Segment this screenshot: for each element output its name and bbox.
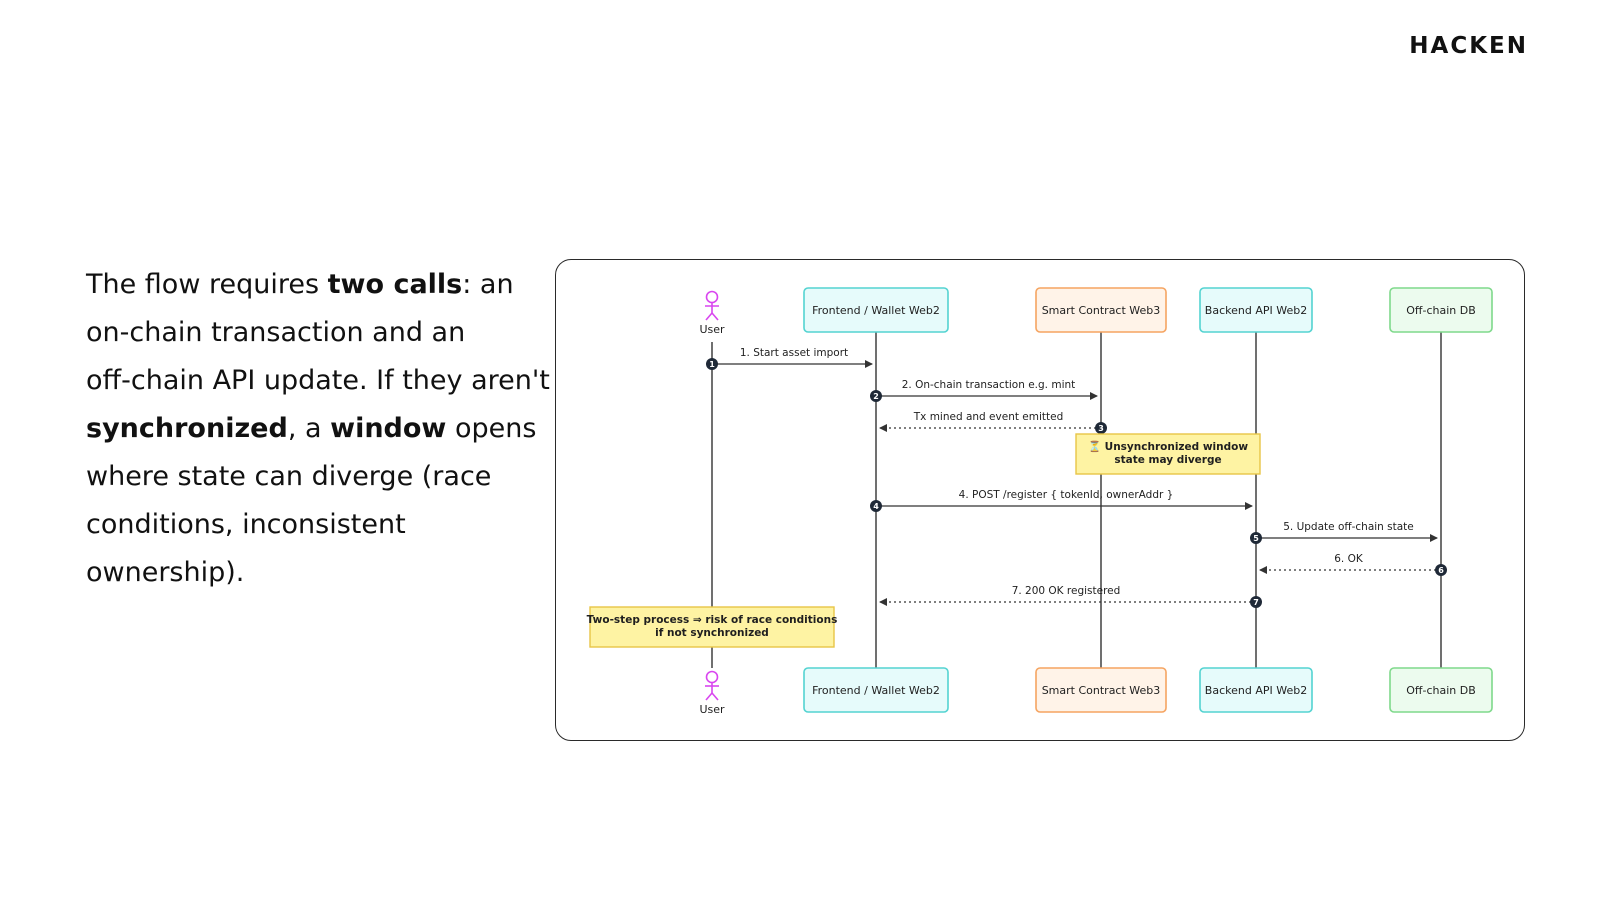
sequence-badge-5 bbox=[1250, 532, 1262, 544]
note-text: ⏳ Unsynchronized window bbox=[1088, 440, 1248, 453]
actor-leg bbox=[711, 692, 719, 701]
sequence-badge-number: 7 bbox=[1253, 598, 1259, 607]
message-label-1: 1. Start asset import bbox=[740, 347, 848, 359]
intro-line: off-chain API update. If they aren't bbox=[86, 357, 550, 405]
participant-label-user: User bbox=[699, 323, 725, 336]
intro-bold-text: synchronized bbox=[86, 413, 288, 444]
sequence-badge-number: 3 bbox=[1098, 424, 1104, 433]
sequence-badge-3 bbox=[1095, 422, 1107, 434]
intro-text-run: , a bbox=[287, 413, 331, 444]
participant-label-user: User bbox=[699, 703, 725, 716]
sequence-badge-number: 5 bbox=[1253, 534, 1259, 543]
actor-leg bbox=[705, 692, 713, 701]
participant-box-frontend-bottom bbox=[803, 667, 949, 713]
participant-box-backend-bottom bbox=[1199, 667, 1313, 713]
note-text: if not synchronized bbox=[655, 627, 769, 639]
intro-text-run: The flow requires bbox=[86, 269, 328, 300]
intro-line: The flow requires two calls: an bbox=[86, 261, 526, 309]
participant-box-contract-bottom bbox=[1035, 667, 1167, 713]
message-label-6: 6. OK bbox=[1334, 553, 1364, 565]
hacken-logo: HACKEN bbox=[1409, 33, 1528, 59]
sequence-badge-number: 2 bbox=[873, 392, 879, 401]
participant-box-db-bottom bbox=[1389, 667, 1493, 713]
intro-text-run: ownership). bbox=[86, 557, 245, 588]
message-label-7: 7. 200 OK registered bbox=[1012, 585, 1121, 597]
message-label-2: 2. On-chain transaction e.g. mint bbox=[902, 379, 1076, 391]
participant-box-contract-top bbox=[1035, 287, 1167, 333]
intro-text-run: on-chain transaction and an bbox=[86, 317, 466, 348]
intro-text: The flow requires two calls: an on-chain … bbox=[86, 261, 550, 597]
actor-leg bbox=[711, 312, 719, 321]
intro-line: on-chain transaction and an bbox=[86, 309, 526, 357]
note-twostep bbox=[589, 606, 835, 648]
message-label-3: Tx mined and event emitted bbox=[913, 411, 1064, 423]
sequence-badge-number: 4 bbox=[873, 502, 879, 511]
message-label-5: 5. Update off-chain state bbox=[1283, 521, 1414, 533]
participant-box-db-top bbox=[1389, 287, 1493, 333]
participant-label-contract: Smart Contract Web3 bbox=[1042, 304, 1161, 317]
intro-text-run: conditions, inconsistent bbox=[86, 509, 406, 540]
sequence-badge-6 bbox=[1435, 564, 1447, 576]
intro-line: where state can diverge (race bbox=[86, 453, 526, 501]
message-label-4: 4. POST /register { tokenId, ownerAddr } bbox=[959, 489, 1174, 501]
intro-text-run: off-chain API update. If they aren't bbox=[86, 365, 550, 396]
note-text: Two-step process ⇒ risk of race conditio… bbox=[587, 614, 838, 626]
participant-label-backend: Backend API Web2 bbox=[1205, 304, 1307, 317]
participant-label-frontend: Frontend / Wallet Web2 bbox=[812, 684, 940, 697]
sequence-badge-number: 1 bbox=[709, 360, 715, 369]
intro-text-run: : an bbox=[462, 269, 514, 300]
intro-bold-text: window bbox=[330, 413, 447, 444]
intro-text-run: opens bbox=[446, 413, 537, 444]
intro-bold-text: two calls bbox=[327, 269, 463, 300]
sequence-badge-4 bbox=[870, 500, 882, 512]
participant-label-contract: Smart Contract Web3 bbox=[1042, 684, 1161, 697]
user-actor-icon bbox=[705, 290, 719, 304]
participant-box-frontend-top bbox=[803, 287, 949, 333]
participant-box-backend-top bbox=[1199, 287, 1313, 333]
sequence-badge-2 bbox=[870, 390, 882, 402]
intro-text-run: where state can diverge (race bbox=[86, 461, 492, 492]
participant-label-backend: Backend API Web2 bbox=[1205, 684, 1307, 697]
intro-line: synchronized, a window opens bbox=[86, 405, 536, 453]
intro-line: ownership). bbox=[86, 549, 526, 597]
note-text: state may diverge bbox=[1114, 454, 1221, 466]
sequence-badge-7 bbox=[1250, 596, 1262, 608]
sequence-badge-number: 6 bbox=[1438, 566, 1444, 575]
sequence-badge-1 bbox=[706, 358, 718, 370]
actor-leg bbox=[705, 312, 713, 321]
note-unsync bbox=[1075, 433, 1261, 475]
participant-label-db: Off-chain DB bbox=[1406, 684, 1476, 697]
participant-label-frontend: Frontend / Wallet Web2 bbox=[812, 304, 940, 317]
intro-line: conditions, inconsistent bbox=[86, 501, 526, 549]
participant-label-db: Off-chain DB bbox=[1406, 304, 1476, 317]
user-actor-icon bbox=[705, 670, 719, 684]
